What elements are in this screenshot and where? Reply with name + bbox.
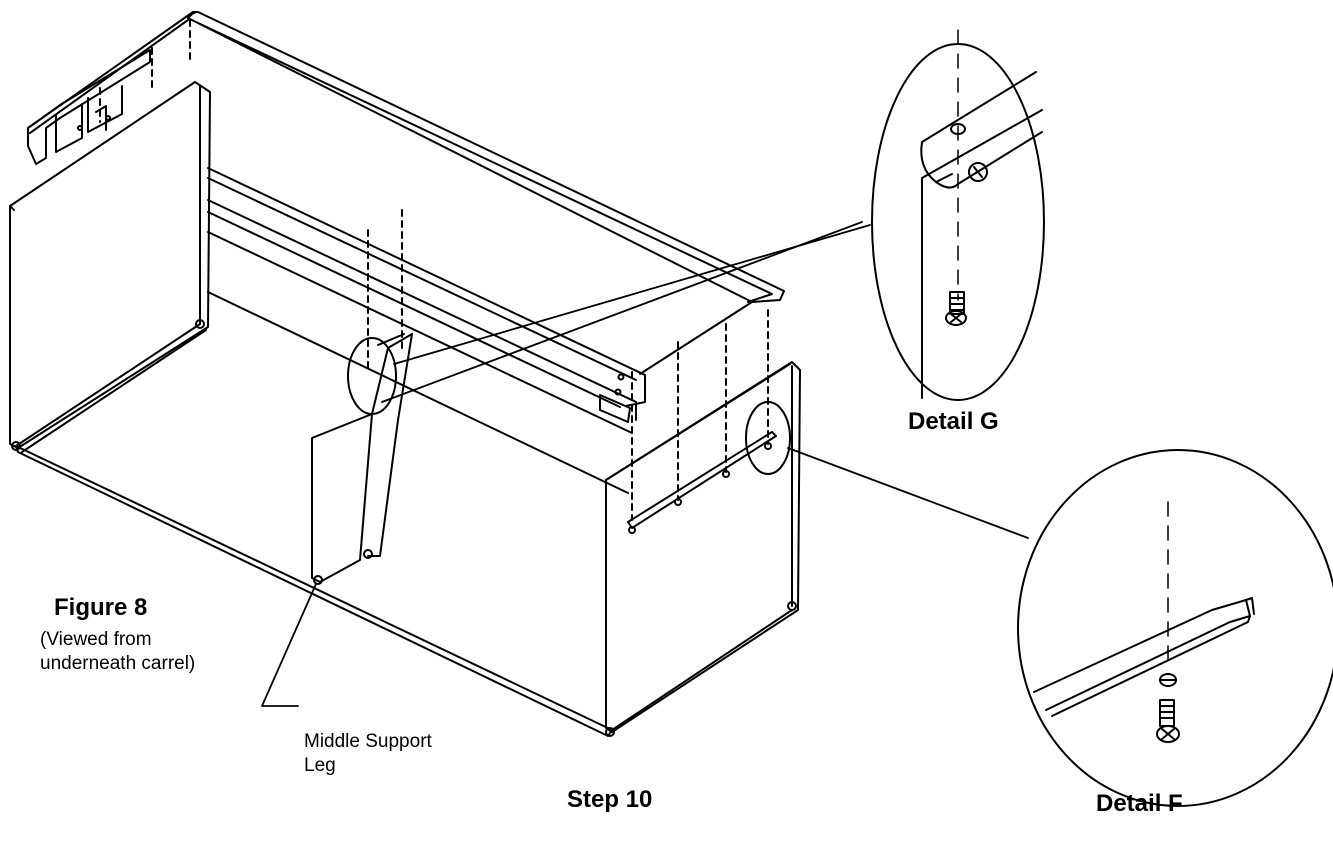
detail-g-label: Detail G — [908, 408, 999, 435]
step-label: Step 10 — [567, 786, 653, 813]
figure-note: (Viewed from underneath carrel) — [40, 628, 195, 676]
left-end-panel — [9, 81, 211, 451]
corner-bracket — [27, 49, 151, 165]
leader-lines — [261, 221, 1029, 707]
figure-note-line2: underneath carrel) — [40, 653, 196, 674]
detail-f-marker — [745, 401, 791, 475]
desktop-panel — [27, 11, 785, 375]
figure-note-line1: (Viewed from — [40, 629, 152, 650]
screw-guides — [99, 19, 769, 521]
figure-title: Figure 8 — [54, 594, 148, 621]
front-rail — [627, 431, 777, 534]
detail-g-view — [871, 29, 1045, 401]
detail-g-marker — [347, 337, 397, 415]
middle-support-leg-label: Middle Support Leg — [304, 730, 432, 778]
leg-label-line2: Leg — [304, 755, 336, 776]
detail-f-label: Detail F — [1096, 790, 1183, 817]
middle-support-leg — [311, 333, 413, 585]
leg-label-line1: Middle Support — [304, 731, 432, 752]
back-rail — [207, 167, 646, 494]
right-end-panel — [605, 361, 801, 737]
detail-f-view — [1017, 449, 1333, 807]
